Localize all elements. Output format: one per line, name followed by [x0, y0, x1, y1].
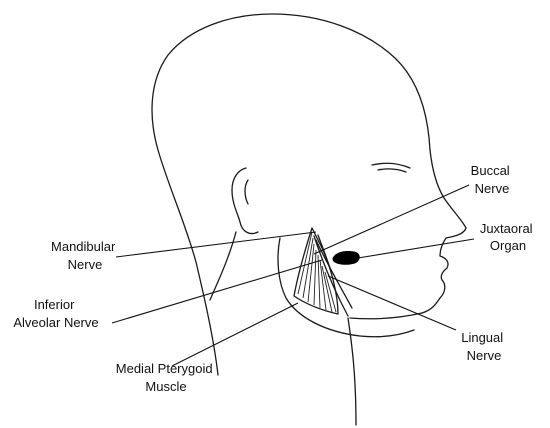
medial-pterygoid-muscle-drawing: [293, 227, 353, 317]
label-mandibular-nerve: Mandibular Nerve: [51, 239, 119, 272]
juxtaoral-organ: [332, 251, 360, 265]
label-inferior-alveolar-nerve: Inferior Alveolar Nerve: [13, 297, 98, 330]
eye: [371, 162, 411, 169]
ear: [231, 167, 259, 235]
leader-juxtaoral-organ: [357, 238, 475, 259]
leader-lines: [111, 184, 475, 367]
eye-lid: [377, 168, 407, 173]
mandible-outline: [277, 237, 415, 338]
neck-back: [209, 231, 237, 301]
jaw-line: [349, 312, 423, 320]
label-juxtaoral-organ: Juxtaoral Organ: [480, 221, 536, 253]
muscle-outline: [293, 227, 339, 315]
leader-lingual-nerve: [327, 275, 457, 331]
leader-medial-pterygoid-muscle: [171, 302, 299, 367]
label-medial-pterygoid-muscle: Medial Pterygoid Muscle: [116, 361, 216, 394]
juxtaoral-organ-drawing: [332, 251, 360, 265]
label-lingual-nerve: Lingual Nerve: [461, 330, 507, 363]
head-outline: [151, 13, 467, 426]
skull-outline: [151, 13, 431, 376]
nerve-strand: [313, 235, 349, 317]
throat-line: [347, 317, 357, 426]
leader-mandibular-nerve: [115, 231, 317, 258]
ear-inner: [244, 179, 249, 205]
nerve-strand: [315, 239, 353, 309]
leader-buccal-nerve: [313, 184, 470, 255]
label-buccal-nerve: Buccal Nerve: [471, 163, 514, 196]
face-profile: [421, 149, 467, 314]
leader-inferior-alveolar-nerve: [111, 259, 323, 324]
labels: Buccal Nerve Juxtaoral Organ Mandibular …: [13, 163, 536, 394]
